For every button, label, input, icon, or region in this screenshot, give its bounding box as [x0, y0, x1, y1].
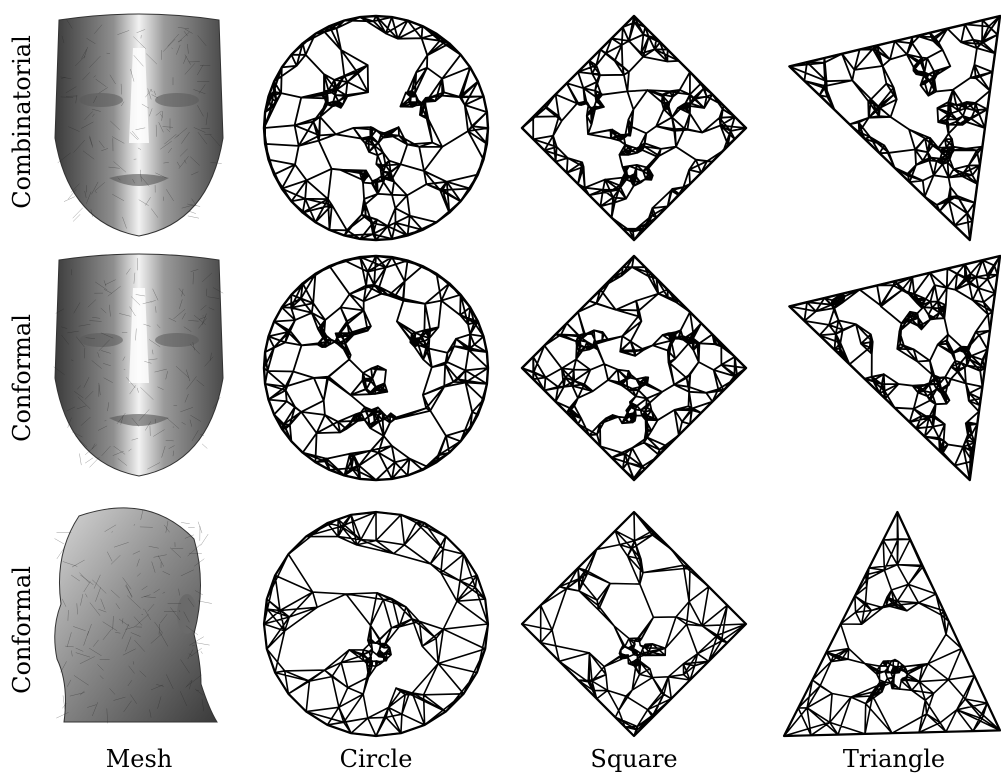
face-mesh [55, 14, 223, 236]
column-label-square: Square [590, 745, 677, 773]
row-label-conformal-head: Conformal [8, 566, 36, 694]
circle-parameterization [264, 512, 488, 736]
column-label-circle: Circle [340, 745, 413, 773]
triangle-parameterization [789, 256, 1000, 480]
row-label-combinatorial: Combinatorial [8, 35, 36, 209]
circle-parameterization [264, 256, 488, 480]
triangle-parameterization [789, 16, 1000, 240]
square-parameterization [522, 512, 746, 736]
column-label-triangle: Triangle [843, 745, 945, 773]
circle-parameterization [264, 16, 488, 240]
square-parameterization [522, 256, 746, 480]
column-label-mesh: Mesh [106, 745, 173, 773]
head-mesh [55, 508, 218, 723]
triangle-parameterization [784, 512, 1000, 736]
square-parameterization [522, 16, 746, 240]
face-mesh [54, 254, 224, 476]
row-label-conformal-face: Conformal [8, 314, 36, 442]
